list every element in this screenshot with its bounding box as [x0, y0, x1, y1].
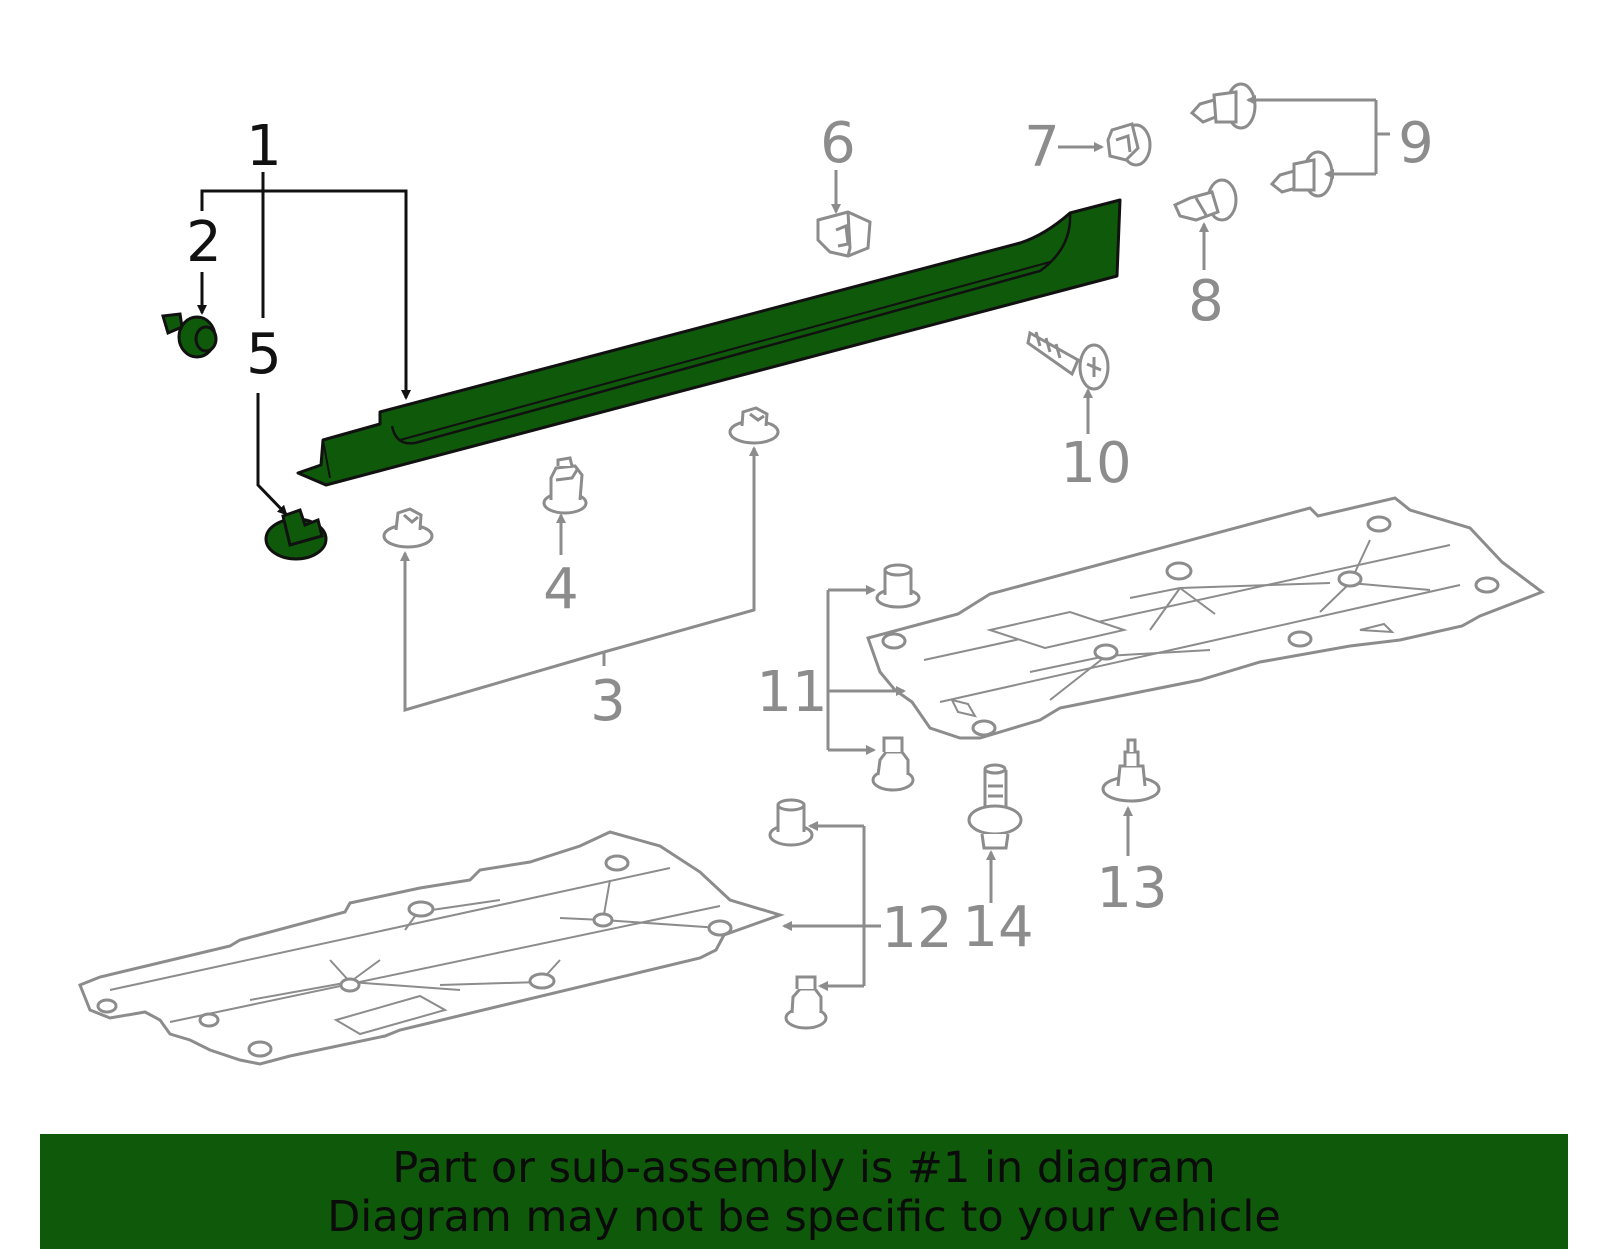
clip-part-2 [161, 312, 218, 359]
clip-part-3b [728, 406, 780, 445]
callout-labels: 1 2 5 3 4 6 7 8 9 10 11 12 13 14 [186, 111, 1434, 961]
callout-6: 6 [820, 111, 856, 176]
under-cover-part-11 [866, 496, 1546, 740]
leaders-muted [400, 95, 1390, 991]
leaders-active [197, 172, 411, 516]
callout-9: 9 [1398, 111, 1434, 176]
clip-part-11a [875, 563, 921, 609]
callout-12: 12 [881, 896, 952, 961]
clip-part-13 [1101, 738, 1161, 803]
callout-2: 2 [186, 210, 222, 275]
nut-part-7 [1106, 122, 1152, 167]
banner-line-part: Part or sub-assembly is #1 in diagram [392, 1143, 1216, 1193]
callout-13: 13 [1096, 856, 1167, 921]
callout-5: 5 [246, 322, 282, 387]
callout-7: 7 [1024, 115, 1060, 180]
clip-part-9a [1189, 82, 1257, 130]
rocker-molding-part-1 [296, 198, 1122, 487]
clip-part-11b [871, 736, 915, 792]
clip-part-9b [1269, 150, 1334, 198]
clip-part-12a [768, 798, 814, 847]
callout-14: 14 [962, 895, 1033, 960]
under-cover-part-12 [78, 830, 785, 1066]
gray-parts [78, 82, 1546, 1066]
banner-line-disclaimer: Diagram may not be specific to your vehi… [327, 1192, 1281, 1242]
callout-10: 10 [1060, 431, 1131, 496]
clip-part-4 [542, 456, 588, 515]
info-banner: Part or sub-assembly is #1 in diagram Di… [40, 1134, 1568, 1249]
callout-3: 3 [590, 669, 626, 734]
screw-part-10 [1026, 330, 1110, 391]
callout-8: 8 [1188, 269, 1224, 334]
clip-part-5 [264, 508, 328, 561]
clip-part-8 [1173, 178, 1238, 222]
clip-part-6 [816, 210, 872, 258]
clip-part-12b [784, 975, 828, 1030]
bolt-part-14 [967, 763, 1023, 850]
callout-11: 11 [756, 660, 827, 725]
callout-1: 1 [246, 114, 282, 179]
clip-part-3a [382, 507, 434, 549]
callout-4: 4 [543, 557, 579, 622]
